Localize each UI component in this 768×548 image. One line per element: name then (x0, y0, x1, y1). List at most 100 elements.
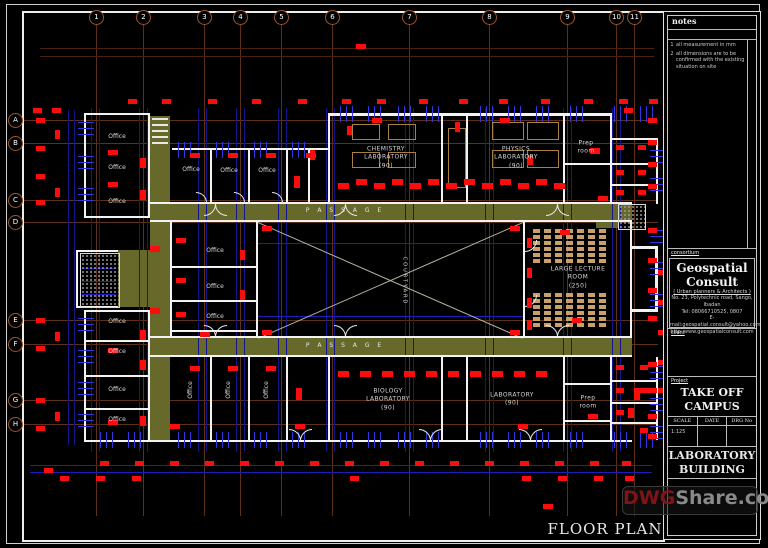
wall (170, 222, 172, 338)
lecture-seat (588, 247, 595, 251)
grid-line-vertical (567, 24, 568, 516)
firm-address: No. 23, Polytechnic road, Sango, Ibadan (671, 295, 753, 308)
wall (172, 266, 256, 268)
scale-header: SCALE (668, 417, 697, 426)
furniture-mark (205, 461, 214, 466)
door-swing-arc (557, 325, 569, 337)
grid-line-vertical (204, 24, 205, 516)
window-tick (650, 372, 666, 373)
furniture-mark (638, 190, 646, 195)
furniture-mark (410, 183, 421, 189)
furniture-mark (560, 230, 570, 235)
furniture-mark (228, 366, 238, 371)
furniture-mark (96, 476, 105, 481)
grid-bubble-left: F (8, 337, 23, 352)
window-tick (536, 106, 537, 122)
furniture-mark (658, 330, 666, 335)
furniture-mark (638, 145, 646, 150)
window-tick (78, 420, 94, 421)
window-tick (520, 106, 521, 122)
dimension-line (40, 56, 654, 57)
lab-desk (352, 152, 380, 168)
lecture-seat (544, 241, 551, 245)
window-tick (438, 106, 439, 122)
furniture-mark (648, 118, 657, 123)
lecture-seat (544, 317, 551, 321)
furniture-mark (266, 153, 276, 158)
furniture-mark (500, 118, 510, 123)
furniture-mark (426, 371, 437, 377)
window-tick (266, 142, 267, 158)
window-tick (346, 432, 347, 448)
project-label: Project (671, 378, 689, 384)
window-tick (78, 330, 94, 331)
blue-grid-line (68, 110, 69, 445)
window-tick (78, 324, 94, 325)
wall (328, 357, 330, 440)
drg-value (727, 426, 756, 429)
room-label: PHYSICS LABORATORY (90) (494, 145, 538, 170)
blue-grid-line (493, 108, 494, 452)
furniture-mark (108, 348, 118, 353)
notes-subrow (668, 30, 756, 40)
furniture-mark (262, 226, 272, 231)
door-swing-arc (430, 429, 442, 441)
consortium-label: consortium (671, 250, 700, 256)
blue-grid-line (74, 110, 75, 445)
lecture-seat (533, 253, 540, 257)
window-tick (222, 142, 223, 158)
lecture-seat (544, 311, 551, 315)
lecture-seat (555, 229, 562, 233)
window-tick (260, 142, 261, 158)
lecture-seat (599, 311, 606, 315)
wall (256, 222, 258, 338)
furniture-mark (377, 99, 386, 104)
wall (330, 113, 612, 116)
lecture-seat (566, 299, 573, 303)
wall (84, 340, 148, 342)
furniture-mark (450, 461, 459, 466)
furniture-mark (428, 179, 439, 185)
window-tick (404, 106, 405, 122)
furniture-mark (108, 150, 118, 155)
furniture-mark (448, 371, 459, 377)
drawing-frame (22, 11, 665, 542)
furniture-mark (536, 371, 547, 377)
lecture-seat (566, 247, 573, 251)
blue-grid-line (258, 243, 523, 244)
window-tick (514, 106, 515, 122)
room-label: Prep room (577, 139, 595, 155)
wall (610, 113, 612, 203)
blue-grid-line (334, 108, 335, 452)
window-tick (190, 142, 191, 158)
furniture-mark (558, 476, 567, 481)
furniture-mark (350, 476, 359, 481)
window-tick (650, 242, 666, 243)
grid-line-horizontal (24, 200, 658, 201)
window-tick (650, 426, 666, 427)
window-tick (650, 432, 666, 433)
lecture-seat (566, 293, 573, 297)
lecture-seat (555, 241, 562, 245)
lecture-seat (533, 299, 540, 303)
wall (563, 163, 611, 165)
furniture-mark (459, 99, 468, 104)
room-label: Office (108, 163, 126, 171)
window-tick (432, 106, 433, 122)
grid-line-horizontal (24, 120, 658, 121)
furniture-mark (294, 176, 300, 188)
wall (523, 222, 525, 338)
passage-floor (596, 204, 618, 228)
window-tick (78, 200, 94, 201)
blue-grid-line (206, 108, 207, 452)
window-tick (646, 432, 647, 448)
client-label: client (671, 330, 685, 336)
lecture-seat (599, 247, 606, 251)
window-tick (140, 432, 141, 448)
lecture-seat (533, 229, 540, 233)
window-tick (216, 432, 217, 448)
grid-bubble-left: G (8, 393, 23, 408)
window-tick (78, 350, 94, 351)
blue-grid-line (413, 108, 414, 452)
grid-bubble-top: 3 (197, 10, 212, 25)
